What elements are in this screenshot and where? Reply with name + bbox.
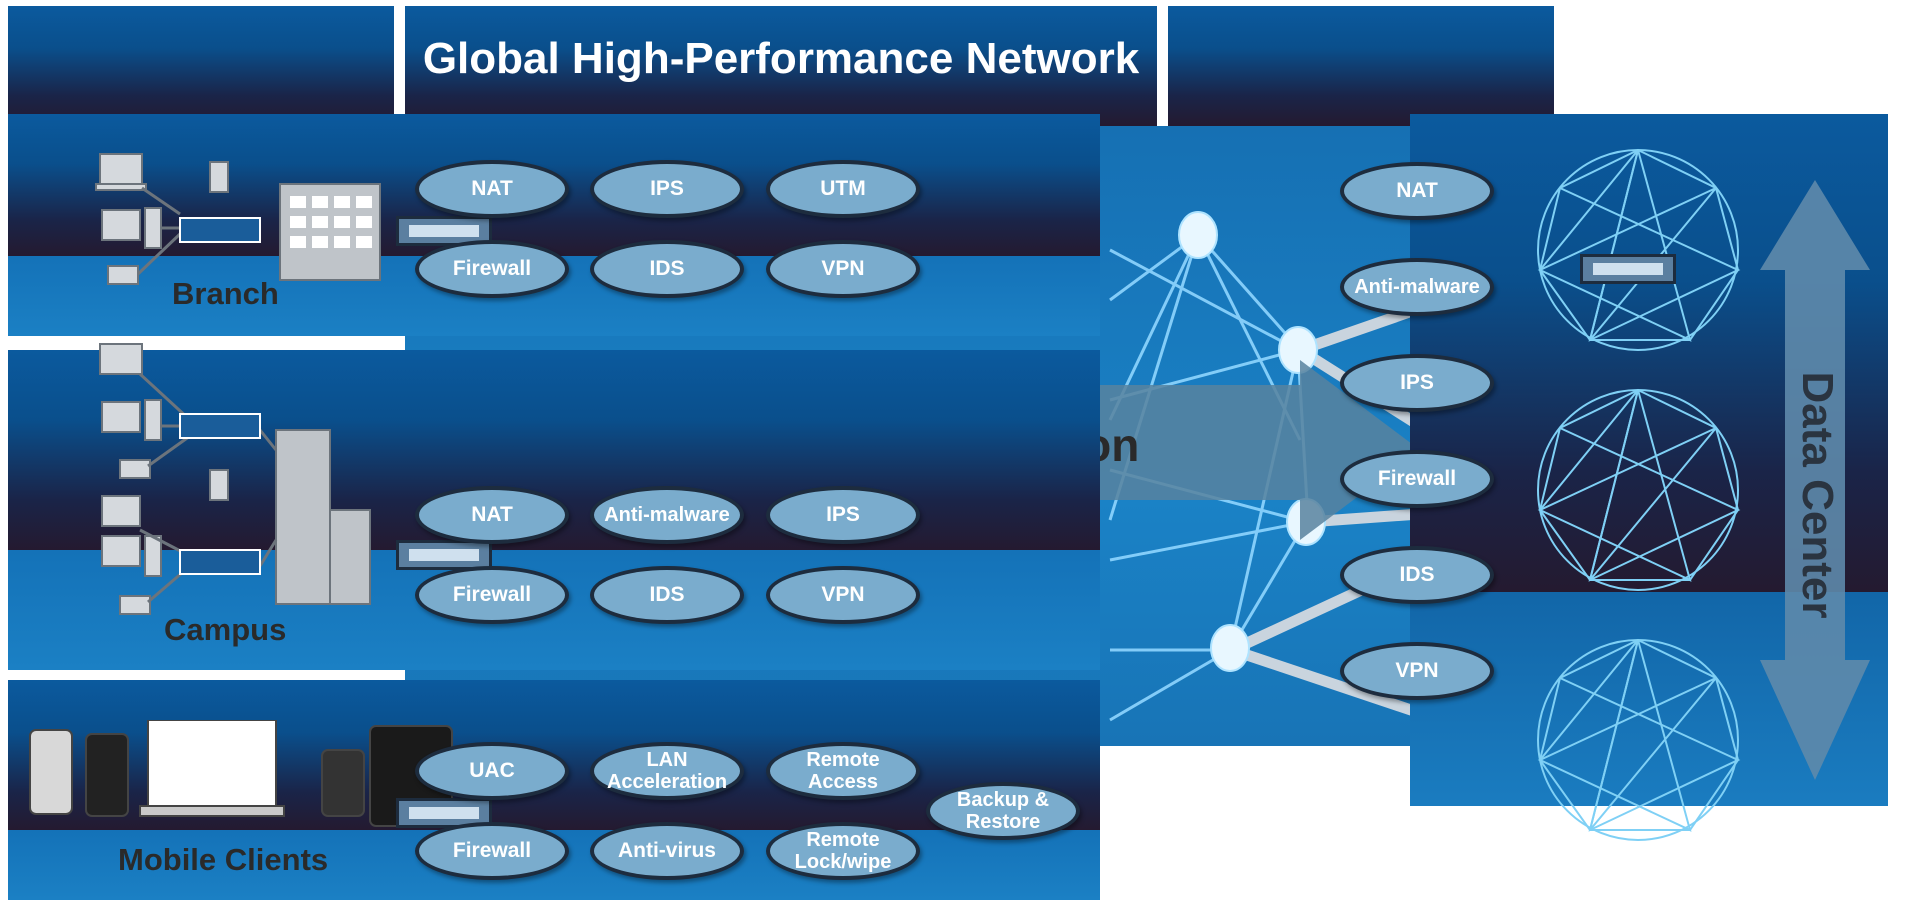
campus-service-ips: IPS	[766, 486, 920, 544]
laptop-icon	[99, 343, 143, 375]
datacenter-label: Data Center	[1793, 371, 1842, 619]
campus-service-ids: IDS	[590, 566, 744, 624]
mobile-phone-icon	[209, 161, 229, 193]
phone-icon	[119, 595, 151, 615]
switch-icon	[179, 217, 261, 243]
mobile-service-anti-virus: Anti-virus	[590, 822, 744, 880]
mobile-service-remote-lock-wipe: Remote Lock/wipe	[766, 822, 920, 880]
header-left-banner	[8, 6, 394, 126]
mobile-service-lan-acceleration: LAN Acceleration	[590, 742, 744, 800]
dc-service-anti-malware: Anti-malware	[1340, 258, 1494, 316]
phone-icon	[321, 749, 365, 817]
campus-service-vpn: VPN	[766, 566, 920, 624]
building-icon	[275, 429, 331, 605]
branch-service-ids: IDS	[590, 240, 744, 298]
datacenter-router	[1580, 254, 1676, 284]
phone-icon	[107, 265, 139, 285]
header-center-banner	[405, 6, 1157, 126]
campus-devices	[99, 343, 371, 615]
mobile-service-backup-restore: Backup & Restore	[926, 782, 1080, 840]
desktop-icon	[101, 535, 141, 567]
laptop-icon	[147, 720, 277, 807]
branch-label: Branch	[172, 276, 279, 311]
desktop-icon	[101, 209, 141, 241]
mobile-service-remote-access: Remote Access	[766, 742, 920, 800]
switch-icon	[179, 549, 261, 575]
mobile-label: Mobile Clients	[118, 842, 329, 877]
smartphone-icon	[85, 733, 129, 817]
dc-service-ips: IPS	[1340, 354, 1494, 412]
mobile-devices	[29, 720, 453, 827]
phone-icon	[119, 459, 151, 479]
branch-service-nat: NAT	[415, 160, 569, 218]
page-title: Global High-Performance Network	[422, 34, 1140, 83]
desktop-icon	[101, 495, 141, 527]
campus-label: Campus	[164, 612, 287, 647]
mobile-service-firewall: Firewall	[415, 822, 569, 880]
branch-service-firewall: Firewall	[415, 240, 569, 298]
dc-service-nat: NAT	[1340, 162, 1494, 220]
desktop-icon	[101, 401, 141, 433]
campus-router	[396, 540, 492, 570]
mobile-phone-icon	[209, 469, 229, 501]
campus-service-anti-malware: Anti-malware	[590, 486, 744, 544]
datacenter-mesh-clusters	[1537, 148, 1741, 841]
smartphone-icon	[29, 729, 73, 815]
campus-service-firewall: Firewall	[415, 566, 569, 624]
branch-service-utm: UTM	[766, 160, 920, 218]
branch-service-vpn: VPN	[766, 240, 920, 298]
dc-service-vpn: VPN	[1340, 642, 1494, 700]
center-arrow	[1050, 360, 1420, 540]
header-right-banner	[1168, 6, 1554, 126]
campus-service-nat: NAT	[415, 486, 569, 544]
dc-service-firewall: Firewall	[1340, 450, 1494, 508]
branch-devices	[95, 153, 381, 285]
laptop-icon	[99, 153, 143, 185]
dc-service-ids: IDS	[1340, 546, 1494, 604]
branch-service-ips: IPS	[590, 160, 744, 218]
mobile-service-uac: UAC	[415, 742, 569, 800]
switch-icon	[179, 413, 261, 439]
datacenter-double-arrow	[1760, 180, 1870, 780]
